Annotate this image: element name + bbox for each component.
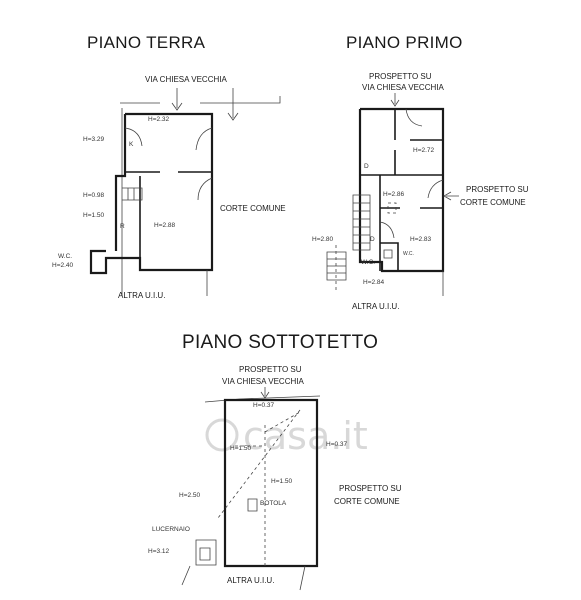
dimension-label: H=2.50	[179, 492, 201, 499]
prospetto-label: CORTE COMUNE	[460, 198, 526, 207]
watermark: casa.it	[205, 414, 368, 458]
dimension-label: H=1.50	[271, 478, 293, 485]
arrow-down-icon	[390, 93, 400, 107]
prospetto-label: VIA CHIESA VECCHIA	[362, 83, 444, 92]
piano-terra-street-label: VIA CHIESA VECCHIA	[145, 75, 227, 84]
stairs	[122, 187, 143, 201]
room-letter-r: R	[120, 223, 125, 230]
plan-piano-terra: PIANO TERRA VIA CHIESA VECCHIA H=2.32 H=…	[52, 33, 286, 300]
arrow-down-icon	[260, 387, 270, 399]
piano-primo-outer-walls	[358, 107, 445, 273]
wc-fixture	[383, 249, 393, 259]
altra-uiu-label: ALTRA U.I.U.	[227, 576, 274, 585]
stairs	[352, 194, 371, 251]
prospetto-label: CORTE COMUNE	[334, 497, 400, 506]
dimension-label: H=2.72	[413, 147, 435, 154]
dimension-label: H=2.86	[383, 191, 405, 198]
dimension-label: H=3.12	[148, 548, 170, 555]
piano-terra-inner-walls	[125, 171, 212, 258]
dimension-label: H=1.50	[230, 445, 252, 452]
dimension-label: H=3.29	[83, 136, 105, 143]
door-arc	[197, 177, 213, 201]
dashed-fixture	[387, 202, 397, 214]
door-arc	[124, 127, 143, 147]
roof-dashed-line	[264, 411, 301, 433]
dimension-label: H=1.50	[83, 212, 105, 219]
arrow-down-icon	[171, 88, 183, 111]
corte-comune-label: CORTE COMUNE	[220, 204, 286, 213]
room-letter-d: D	[370, 236, 375, 243]
roof-dashed-line	[235, 425, 266, 566]
piano-terra-title: PIANO TERRA	[87, 33, 206, 52]
botola-label: BOTOLA	[260, 500, 287, 507]
prospetto-label: PROSPETTO SU	[369, 72, 432, 81]
watermark-text: casa.it	[243, 414, 368, 458]
door-arc	[427, 179, 444, 199]
lucernaio-skylight	[195, 539, 217, 566]
prospetto-label: PROSPETTO SU	[339, 484, 402, 493]
piano-primo-title: PIANO PRIMO	[346, 33, 463, 52]
piano-primo-inner-walls	[360, 109, 443, 271]
altra-uiu-label: ALTRA U.I.U.	[118, 291, 165, 300]
prospetto-label: VIA CHIESA VECCHIA	[222, 377, 304, 386]
prospetto-label: PROSPETTO SU	[466, 185, 529, 194]
dimension-label: H=2.83	[410, 236, 432, 243]
plan-piano-primo: PIANO PRIMO PROSPETTO SU VIA CHIESA VECC…	[312, 33, 529, 311]
prospetto-label: PROSPETTO SU	[239, 365, 302, 374]
dimension-label: H=2.40	[52, 262, 74, 269]
dimension-label: H=2.80	[312, 236, 334, 243]
room-letter-k: K	[129, 141, 134, 148]
botola-hatch	[247, 498, 258, 512]
arrow-down-icon	[227, 88, 239, 121]
boundary-line	[181, 565, 191, 586]
lucernaio-label: LUCERNAIO	[152, 526, 190, 533]
piano-terra-outer-walls	[89, 112, 214, 275]
dimension-label: H=2.84	[363, 279, 385, 286]
dimension-label: H=0.98	[83, 192, 105, 199]
arrow-left-icon	[443, 191, 459, 201]
door-arc	[195, 127, 213, 151]
boundary-line	[299, 565, 306, 591]
wc-label: W.C.	[58, 253, 72, 260]
piano-sottotetto-outer-walls	[223, 398, 319, 568]
wc-label: W.C.	[361, 259, 375, 266]
altra-uiu-label: ALTRA U.I.U.	[352, 302, 399, 311]
plan-piano-sottotetto: PIANO SOTTOTETTO PROSPETTO SU VIA CHIESA…	[148, 332, 402, 591]
dimension-label: H=2.32	[148, 116, 170, 123]
piano-sottotetto-title: PIANO SOTTOTETTO	[182, 332, 378, 353]
room-letter-d: D	[364, 163, 369, 170]
dimension-label: H=0.37	[326, 441, 348, 448]
dimension-label: H=0.37	[253, 402, 275, 409]
wc-label: W.C.	[403, 251, 414, 257]
watermark-house-icon	[205, 418, 239, 452]
external-stairs	[326, 251, 347, 281]
street-boundary-line	[120, 96, 281, 104]
dimension-label: H=2.88	[154, 222, 176, 229]
door-arc	[405, 108, 423, 127]
door-arc	[379, 221, 395, 239]
roof-dashed-line	[217, 409, 301, 519]
